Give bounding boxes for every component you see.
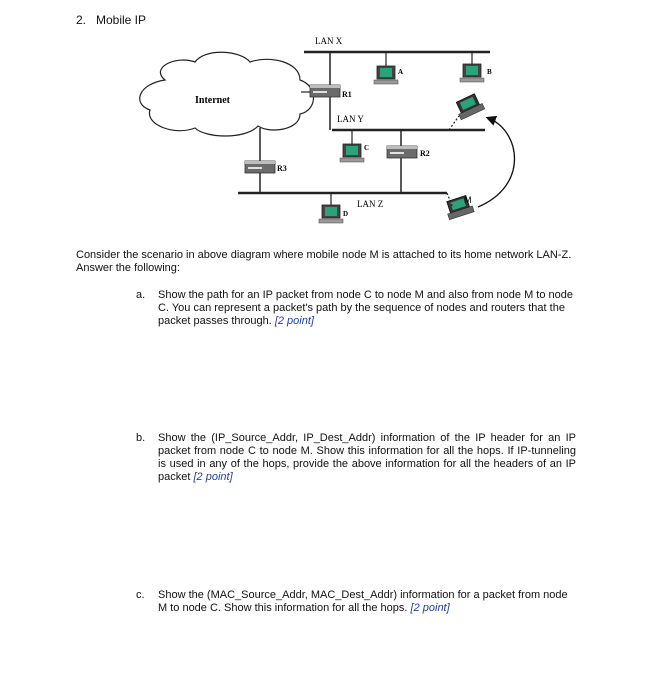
mobile-laptop-m-icon: [446, 194, 475, 221]
lan-x-label: LAN X: [315, 36, 343, 46]
node-d-label: D: [343, 210, 348, 218]
computer-a-icon: [373, 65, 399, 85]
node-m-dotted-link: [446, 192, 454, 209]
node-b-label: B: [487, 68, 492, 76]
node-m-label: M: [464, 195, 472, 205]
mobile-laptop-visiting-icon: [455, 93, 486, 121]
question-c-points: [2 point]: [410, 602, 450, 614]
network-diagram: Internet LAN X LAN Y LAN Z R1 R3 R2 A: [139, 36, 515, 224]
question-a-body: Show the path for an IP packet from node…: [158, 289, 576, 328]
question-a-text: Show the path for an IP packet from node…: [158, 289, 573, 327]
question-c: c. Show the (MAC_Source_Addr, MAC_Dest_A…: [136, 589, 576, 615]
movement-arrow: [477, 115, 515, 208]
question-a-label: a.: [136, 289, 146, 301]
question-a-points: [2 point]: [274, 315, 314, 327]
router-r2-icon: [386, 145, 418, 159]
router-r1-icon: [309, 84, 341, 98]
question-b-body: Show the (IP_Source_Addr, IP_Dest_Addr) …: [158, 432, 576, 484]
router-r3-icon: [244, 160, 276, 174]
router-r2-label: R2: [420, 149, 430, 158]
question-b: b. Show the (IP_Source_Addr, IP_Dest_Add…: [136, 432, 576, 484]
question-heading: 2. Mobile IP: [76, 13, 146, 27]
node-a-label: A: [398, 68, 403, 76]
question-b-points: [2 point]: [193, 471, 233, 483]
router-r3-label: R3: [277, 164, 287, 173]
computer-c-icon: [339, 143, 365, 163]
intro-paragraph: Consider the scenario in above diagram w…: [76, 249, 572, 274]
internet-label: Internet: [195, 95, 231, 106]
visiting-dotted-link: [448, 115, 460, 131]
question-c-body: Show the (MAC_Source_Addr, MAC_Dest_Addr…: [158, 589, 576, 615]
lan-y-label: LAN Y: [337, 114, 364, 124]
question-a: a. Show the path for an IP packet from n…: [136, 289, 576, 328]
question-number: 2.: [76, 13, 87, 27]
question-c-label: c.: [136, 589, 145, 601]
question-title: Mobile IP: [96, 13, 147, 27]
node-c-label: C: [364, 144, 369, 152]
router-r1-label: R1: [342, 90, 352, 99]
question-c-text: Show the (MAC_Source_Addr, MAC_Dest_Addr…: [158, 589, 568, 614]
computer-b-icon: [459, 63, 485, 83]
computer-d-icon: [318, 204, 344, 224]
question-b-label: b.: [136, 432, 146, 444]
question-b-text: Show the (IP_Source_Addr, IP_Dest_Addr) …: [158, 432, 576, 483]
lan-z-label: LAN Z: [357, 199, 383, 209]
internet-cloud: [139, 51, 315, 137]
